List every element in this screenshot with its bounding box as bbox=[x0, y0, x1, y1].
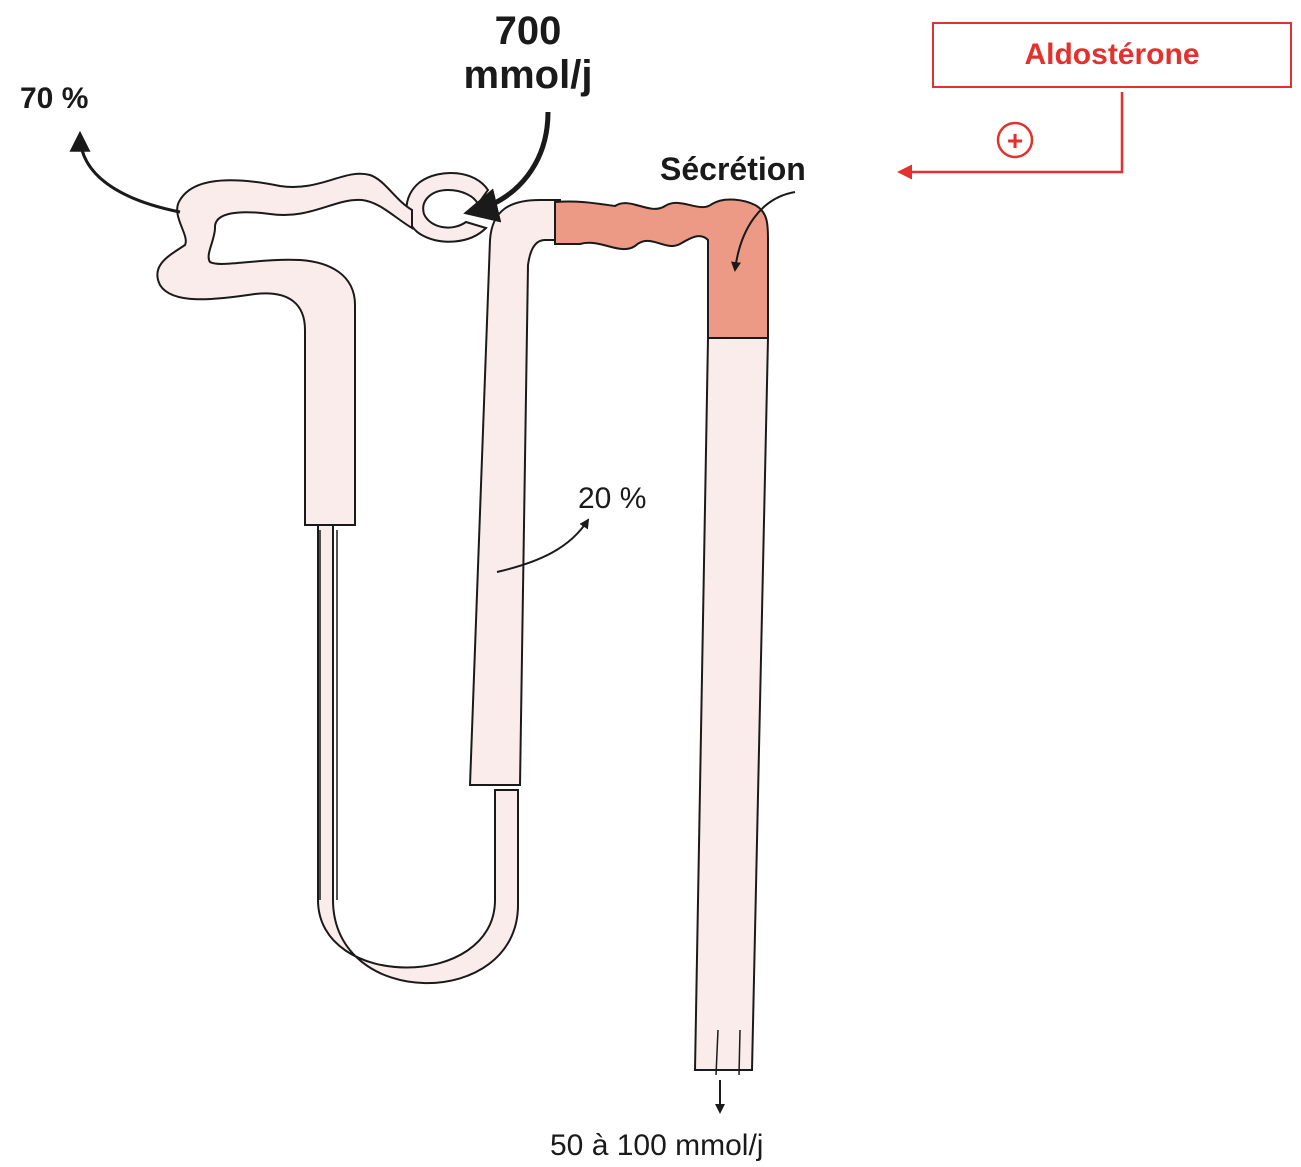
bowman-capsule bbox=[407, 173, 489, 242]
plus-circle-icon: + bbox=[998, 123, 1032, 157]
proximal-percent-label: 70 % bbox=[20, 82, 88, 115]
aldosterone-box: Aldostérone bbox=[932, 22, 1292, 88]
thick-ascending-limb bbox=[470, 200, 560, 785]
proximal-convoluted-tubule bbox=[157, 174, 412, 525]
load-unit-label: mmol/j bbox=[464, 53, 593, 97]
hormone-label: Aldostérone bbox=[1024, 38, 1199, 72]
load-value-label: 700 bbox=[495, 9, 562, 53]
urine-output-label: 50 à 100 mmol/j bbox=[550, 1129, 763, 1162]
loop-percent-label: 20 % bbox=[578, 482, 646, 515]
proximal-reabsorption-arrow bbox=[80, 135, 180, 212]
collecting-duct bbox=[695, 338, 768, 1070]
plus-sign: + bbox=[1007, 125, 1023, 156]
secretion-label: Sécrétion bbox=[660, 151, 806, 187]
